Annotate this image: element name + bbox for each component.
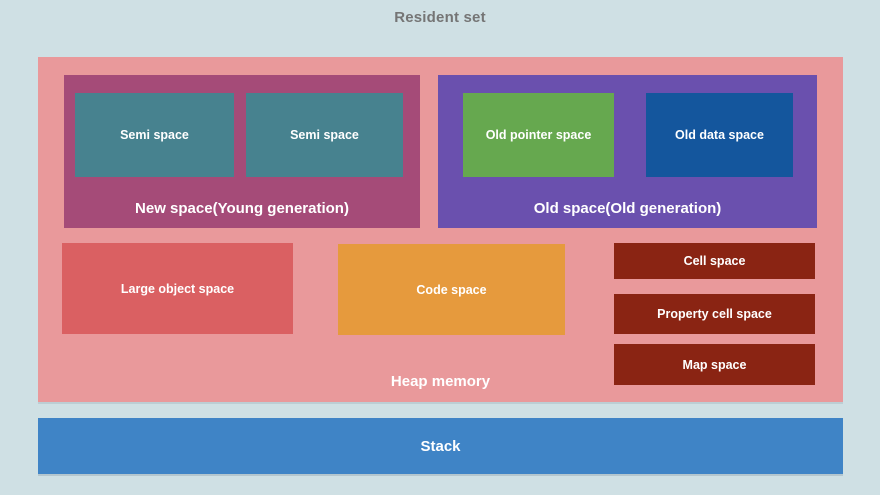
heap-memory-region: Semi space Semi space New space(Young ge…	[38, 57, 843, 402]
new-space-label: New space(Young generation)	[135, 200, 349, 217]
semi-space-label-1: Semi space	[120, 128, 189, 142]
old-space-label: Old space(Old generation)	[533, 200, 722, 217]
large-object-space-label: Large object space	[120, 281, 235, 296]
code-space-box: Code space	[338, 244, 565, 335]
stack-region: Stack	[38, 418, 843, 474]
heap-memory-label: Heap memory	[390, 373, 491, 390]
semi-space-label-2: Semi space	[290, 128, 359, 142]
old-pointer-space-box: Old pointer space	[463, 93, 614, 177]
semi-space-box-1: Semi space	[75, 93, 234, 177]
old-data-space-label: Old data space	[675, 128, 764, 142]
property-cell-space-box: Property cell space	[614, 294, 815, 334]
code-space-label: Code space	[416, 282, 487, 297]
cell-space-box: Cell space	[614, 243, 815, 279]
property-cell-space-label: Property cell space	[657, 307, 772, 321]
map-space-box: Map space	[614, 344, 815, 385]
old-space-region: Old pointer space Old data space Old spa…	[438, 75, 817, 228]
stack-label: Stack	[420, 437, 461, 455]
old-data-space-box: Old data space	[646, 93, 793, 177]
old-pointer-space-label: Old pointer space	[485, 128, 592, 142]
new-space-region: Semi space Semi space New space(Young ge…	[64, 75, 420, 228]
cell-space-label: Cell space	[683, 254, 746, 268]
diagram-title: Resident set	[394, 9, 486, 26]
semi-space-box-2: Semi space	[246, 93, 403, 177]
large-object-space-box: Large object space	[62, 243, 293, 334]
map-space-label: Map space	[682, 357, 747, 372]
